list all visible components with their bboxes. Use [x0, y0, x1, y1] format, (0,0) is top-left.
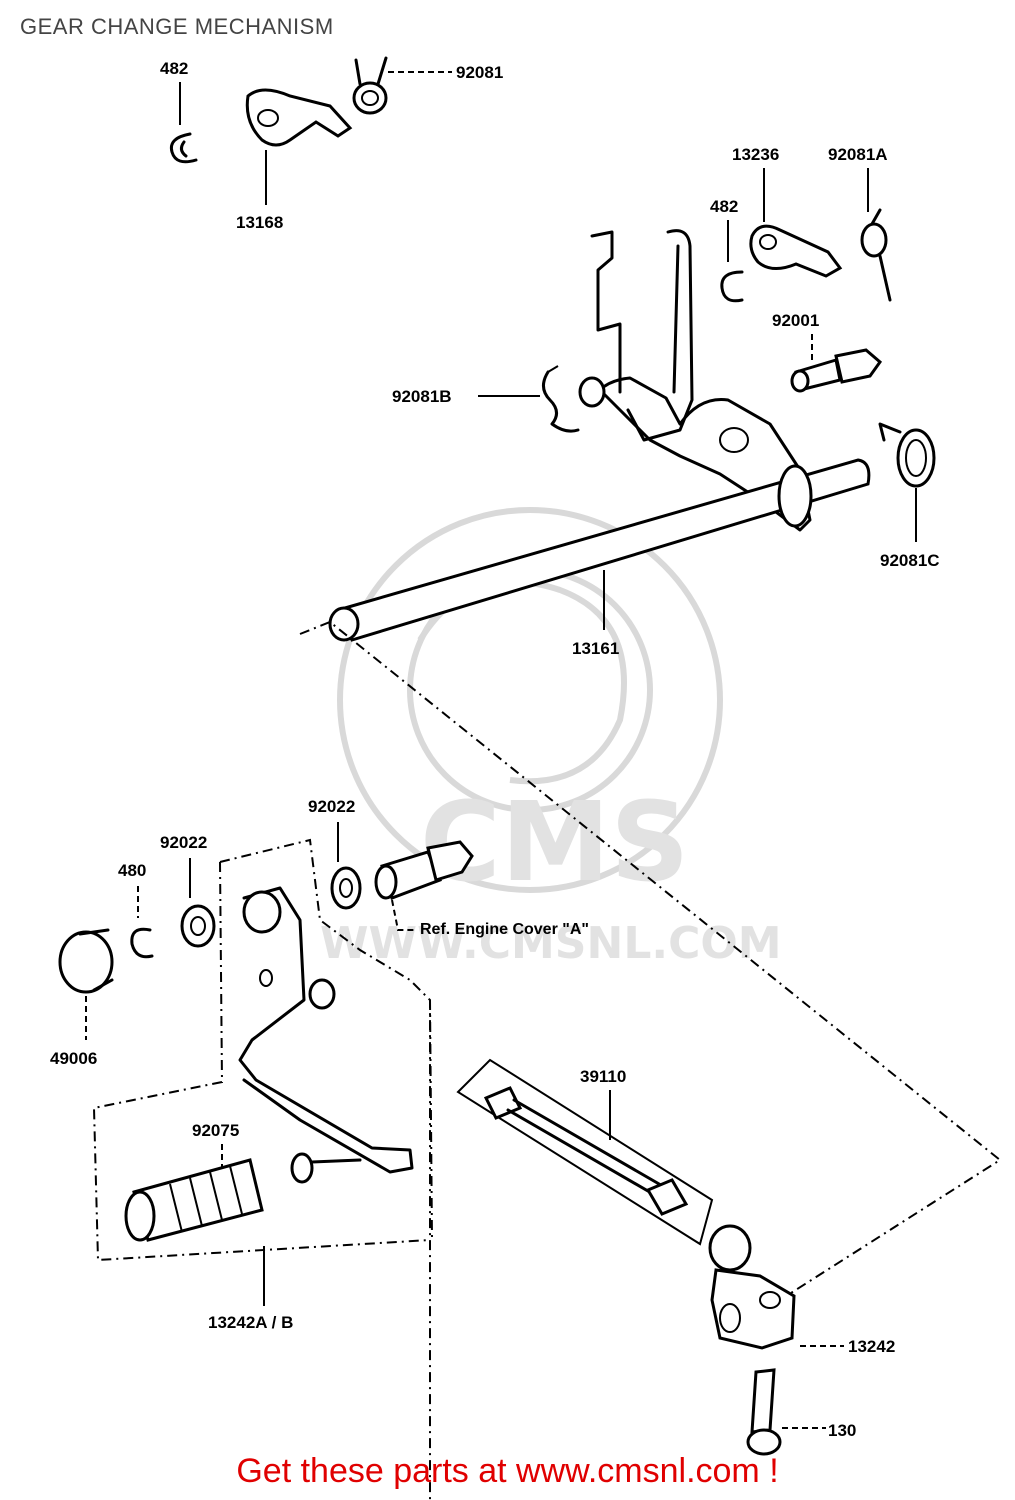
callout-39110: 39110: [580, 1067, 626, 1086]
callout-13236: 13236: [732, 145, 779, 164]
part-13161-shaft: [328, 458, 871, 642]
callout-92081A: 92081A: [828, 145, 888, 164]
page-title: GEAR CHANGE MECHANISM: [20, 14, 334, 39]
callout-92081C: 92081C: [880, 551, 940, 570]
callout-92075: 92075: [192, 1121, 239, 1140]
callout-92022-a: 92022: [308, 797, 355, 816]
watermark-brand: CMS: [420, 778, 689, 906]
part-482-top-clip: [169, 132, 198, 164]
part-92022-washer-b: [180, 904, 216, 948]
part-482-mid-clip: [720, 270, 744, 303]
part-480-circlip: [130, 927, 154, 959]
part-39110-tie-rod: [483, 1086, 689, 1216]
part-ref-engine-cover-bolt: [374, 840, 474, 900]
part-49006-cap: [58, 928, 114, 994]
callout-92081B: 92081B: [392, 387, 452, 406]
callout-13161: 13161: [572, 639, 619, 658]
callout-482-top: 482: [160, 59, 188, 78]
part-92081-spring: [352, 56, 388, 115]
part-92022-washer-a: [330, 866, 362, 910]
callout-480: 480: [118, 861, 146, 880]
callout-13168: 13168: [236, 213, 283, 232]
part-92075-pedal-rubber: [124, 1152, 362, 1242]
part-13168-plate: [245, 88, 353, 147]
part-92001-bolt: [790, 348, 883, 393]
callout-92081: 92081: [456, 63, 503, 82]
callout-13242: 13242: [848, 1337, 895, 1356]
callout-482-mid: 482: [710, 197, 738, 216]
watermark-url: WWW.CMSNL.COM: [320, 918, 782, 969]
part-shift-pedal-lever: [238, 886, 414, 1174]
part-92081A-spring: [860, 208, 892, 302]
part-92081C-spring: [878, 422, 936, 488]
part-130-bolt: [746, 1368, 782, 1456]
callout-49006: 49006: [50, 1049, 97, 1068]
part-13236-plate: [749, 224, 843, 278]
part-92081B-spring: [542, 365, 580, 433]
footer-cta-link[interactable]: Get these parts at www.cmsnl.com !: [236, 1452, 779, 1490]
callout-92001: 92001: [772, 311, 819, 330]
part-13242-lever: [708, 1224, 796, 1350]
callout-92022-b: 92022: [160, 833, 207, 852]
ref-engine-cover-note: Ref. Engine Cover "A": [420, 921, 589, 938]
callout-130: 130: [828, 1421, 856, 1440]
callout-13242AB: 13242A / B: [208, 1313, 293, 1332]
